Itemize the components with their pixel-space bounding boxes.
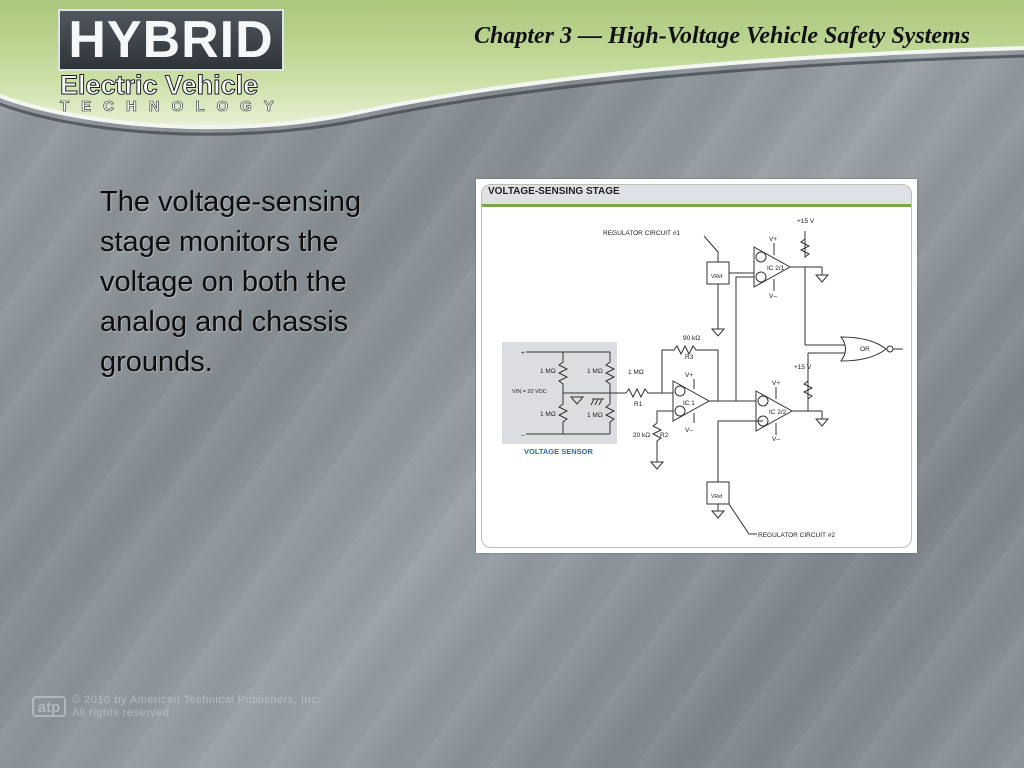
figure-frame	[481, 184, 912, 548]
label-vref2: VRef	[711, 494, 723, 500]
ic21-output	[790, 266, 806, 345]
label-sensor-minus: –	[521, 432, 525, 439]
label-plus15-top: +15 V	[797, 218, 815, 225]
body-text: The voltage-sensing stage monitors the v…	[100, 186, 362, 378]
ic21-ground-out	[814, 274, 830, 283]
logo-tagline: TECHNOLOGY	[60, 98, 286, 116]
sensor-left-resistors	[557, 352, 569, 434]
logo-subtitle: Electric Vehicle	[59, 70, 259, 101]
atp-logo: atp	[32, 696, 66, 717]
label-ic1: IC 1	[683, 400, 695, 407]
label-vminus-ic1: V–	[685, 427, 693, 434]
sensor-right-resistors	[604, 352, 616, 434]
resistor-r1	[625, 387, 674, 399]
label-vminus-ic22: V–	[772, 436, 780, 443]
pullup-top	[799, 231, 811, 258]
figure-title: VOLTAGE-SENSING STAGE	[488, 186, 620, 197]
label-sensor-plus: +	[521, 350, 525, 357]
logo-box	[58, 9, 284, 71]
copyright-line-1: © 2010 by American Technical Publishers,…	[72, 694, 321, 706]
label-vref1: VRef	[711, 274, 723, 280]
label-reg1: REGULATOR CIRCUIT #1	[603, 230, 680, 237]
ic22-ground-out	[814, 418, 830, 427]
label-r20k: 20 kΩ	[633, 432, 650, 439]
label-r2: R2	[660, 432, 669, 439]
reg2-to-ic22	[717, 420, 763, 482]
r2-ground	[649, 461, 665, 470]
label-plus15-mid: +15 V	[794, 364, 812, 371]
label-sensor-r4: 1 MΩ	[587, 412, 603, 419]
label-ic21: IC 2/1	[767, 265, 785, 272]
ic1-to-ic21	[735, 276, 754, 401]
hybrid-logo: HYBRID Electric Vehicle TECHNOLOGY	[58, 9, 286, 116]
vref1-ground	[710, 328, 726, 337]
reg1-leader	[703, 235, 719, 262]
label-reg2: REGULATOR CIRCUIT #2	[758, 532, 835, 539]
sensor-ground-left	[569, 396, 585, 405]
vref-box-1	[706, 261, 730, 285]
label-sensor-r3: 1 MΩ	[540, 411, 556, 418]
label-vminus-top: V–	[769, 293, 777, 300]
label-sensor-r1: 1 MΩ	[540, 368, 556, 375]
ic22-output	[792, 353, 809, 412]
label-r1: R1	[634, 401, 643, 408]
reg2-leader	[728, 503, 757, 535]
label-r3: R3	[685, 354, 694, 361]
label-ic22: IC 2/2	[769, 409, 787, 416]
figure-header	[482, 185, 911, 204]
label-voltage-sensor: VOLTAGE SENSOR	[524, 447, 593, 456]
copyright-line-2: All rights reserved	[72, 707, 170, 719]
label-vplus-top: V+	[769, 236, 777, 243]
label-or: OR	[860, 346, 870, 353]
label-r90k: 90 kΩ	[683, 335, 700, 342]
or-gate	[840, 336, 887, 362]
figure-rule	[482, 204, 911, 207]
label-r1m-in: 1 MΩ	[628, 369, 644, 376]
or-inputs	[805, 344, 845, 354]
vref2-ground	[710, 510, 726, 519]
circuit-diagram: +15 V REGULATOR CIRCUIT #1 V+ V– IC 2/1 …	[502, 218, 903, 539]
label-vplus-ic1: V+	[685, 372, 693, 379]
resistor-r2	[651, 410, 673, 462]
logo-word: HYBRID	[68, 11, 274, 69]
label-vin: VIN = 20 VDC	[512, 389, 547, 395]
vref-box-2	[706, 481, 730, 505]
label-sensor-r2: 1 MΩ	[587, 368, 603, 375]
copyright-text: © 2010 by American Technical Publishers,…	[72, 694, 321, 720]
chapter-title: Chapter 3 — High-Voltage Vehicle Safety …	[474, 23, 970, 49]
label-vplus-ic22: V+	[772, 380, 780, 387]
resistor-r3	[661, 344, 719, 401]
sensor-chassis-ground	[590, 398, 604, 406]
figure-voltage-sensing-stage: VOLTAGE-SENSING STAGE	[476, 179, 917, 553]
